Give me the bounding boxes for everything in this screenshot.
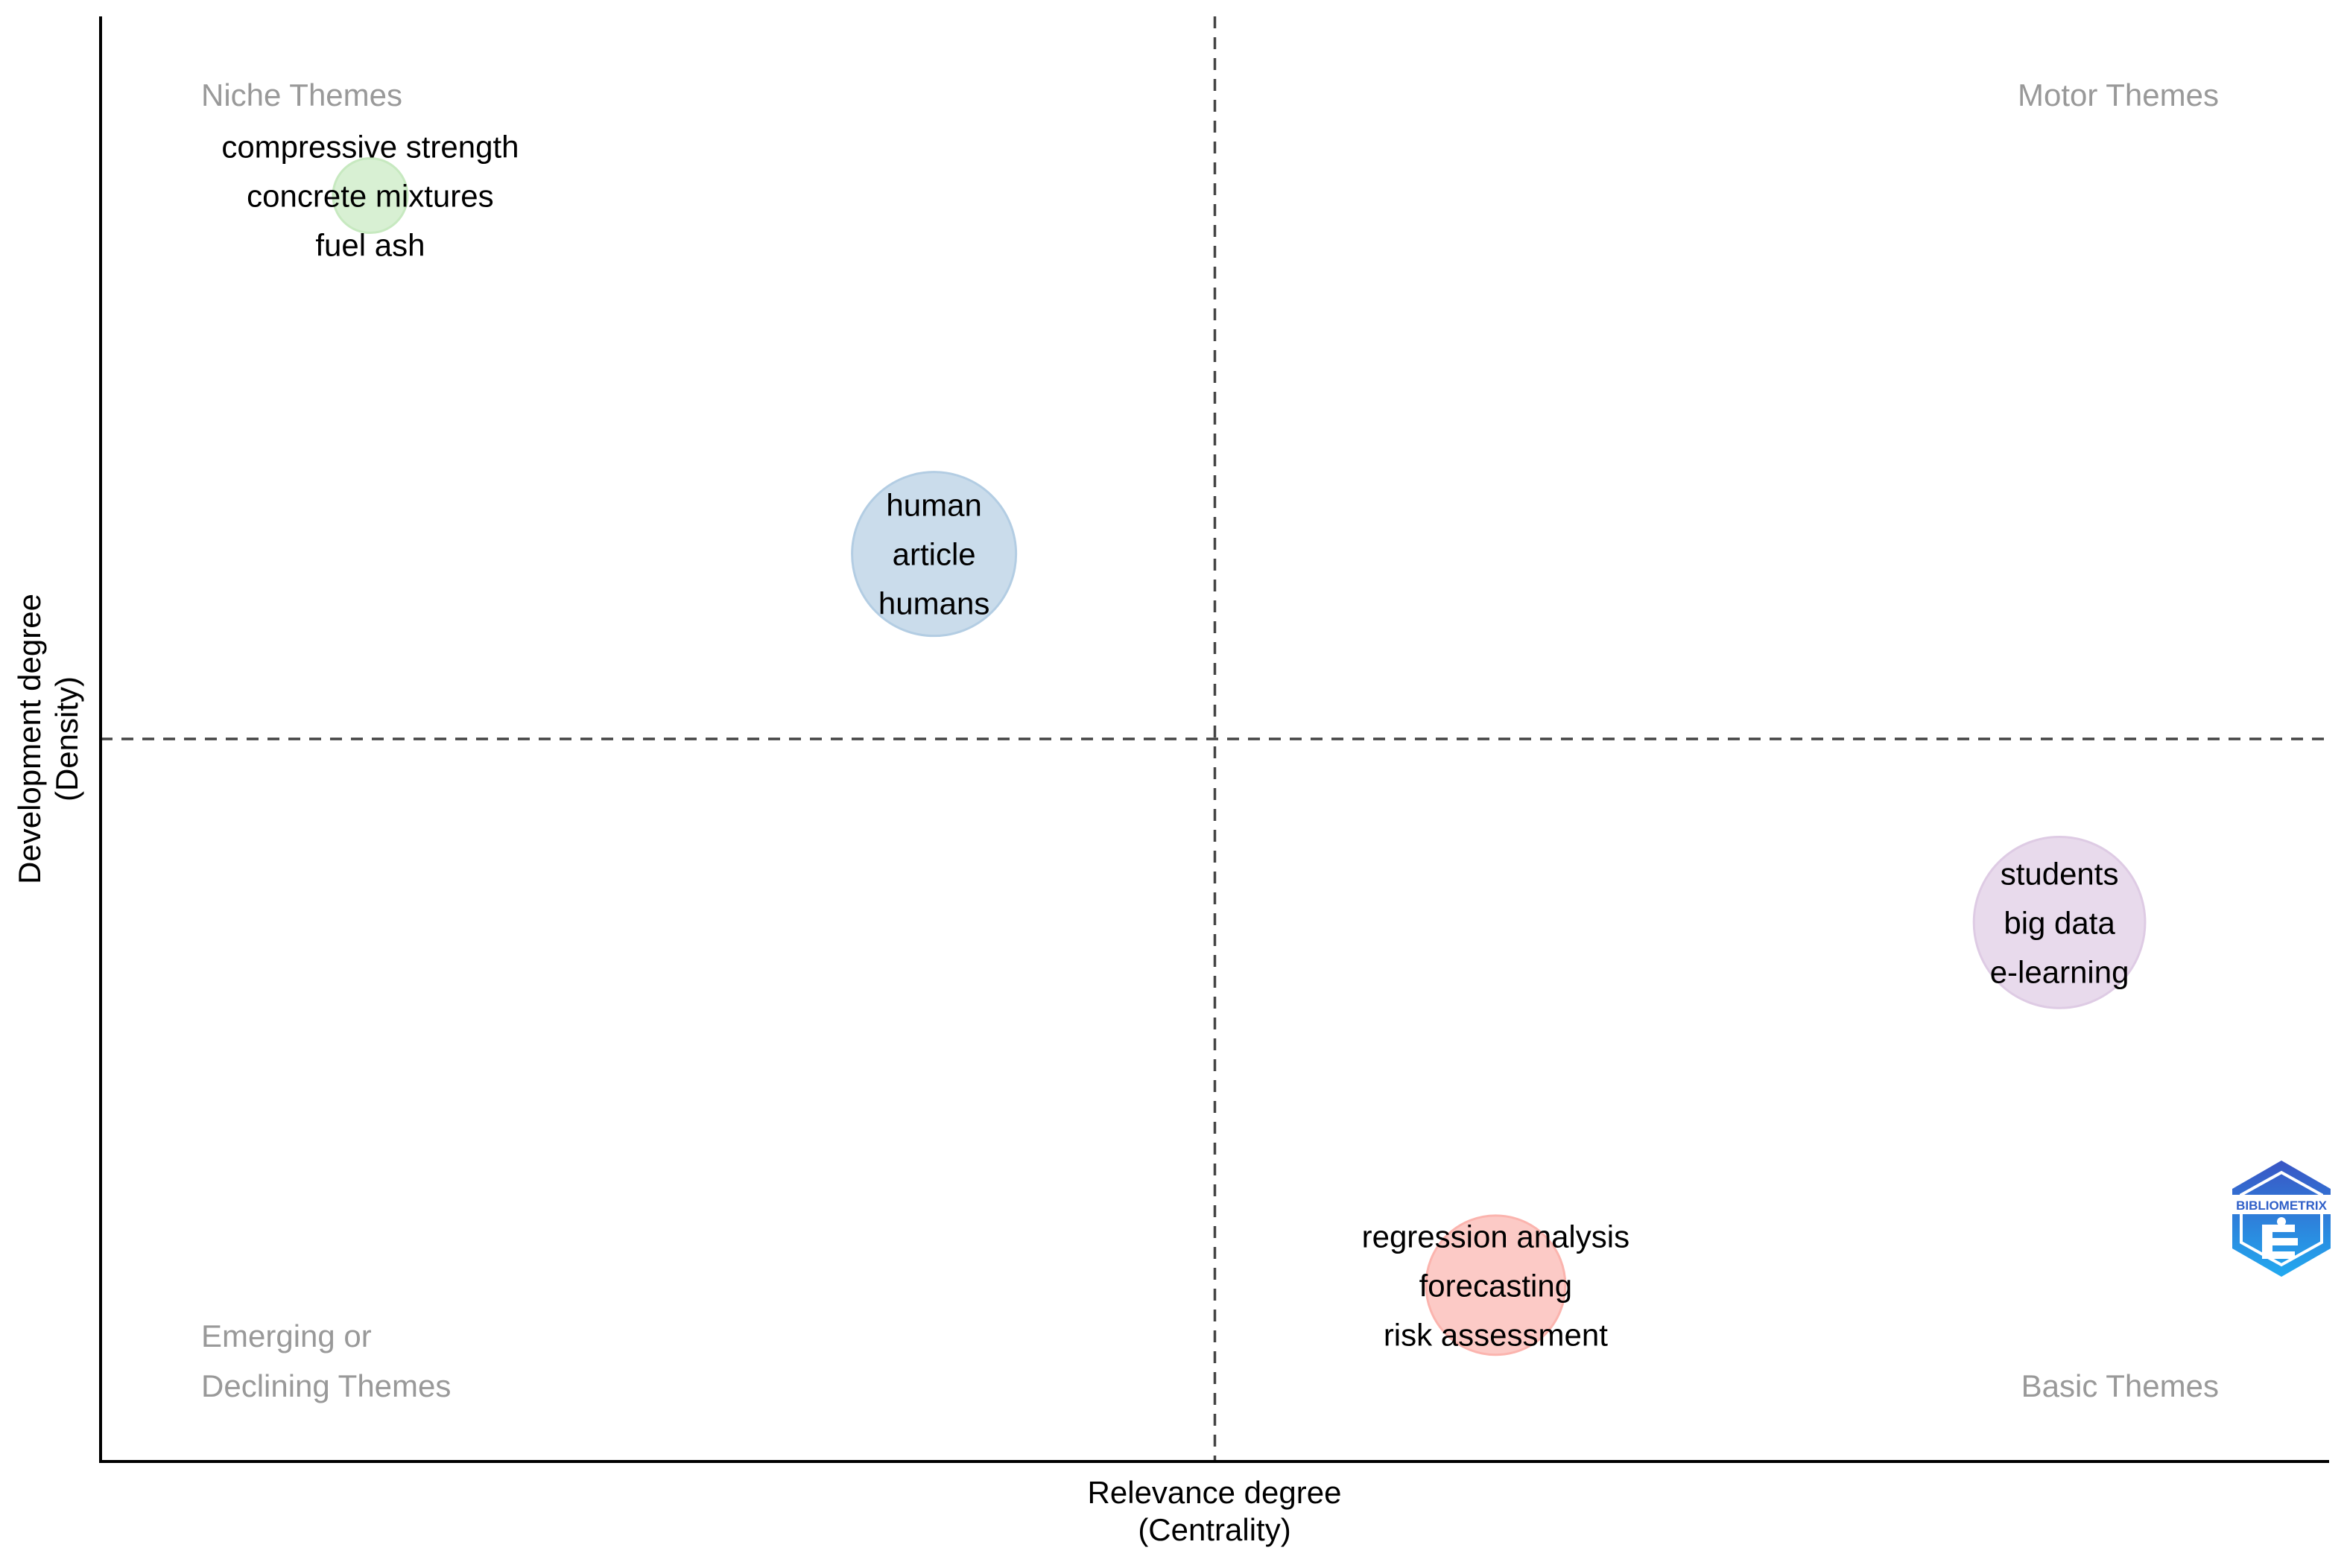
y-axis-subtitle: (Density) — [49, 676, 84, 802]
cluster-1-label-1: compressive strength — [221, 130, 519, 165]
logo-figure-icon — [2262, 1225, 2298, 1259]
quadrant-label-basic: Basic Themes — [2021, 1368, 2219, 1403]
quadrant-label-emerging-line-2: Declining Themes — [201, 1368, 451, 1403]
clusters-layer — [332, 157, 2147, 1356]
cluster-1-label-2: concrete mixtures — [247, 179, 493, 214]
cluster-labels-layer: compressive strength concrete mixtures fue… — [221, 130, 2129, 1353]
bibliometrix-logo: BIBLIOMETRIX — [2232, 1161, 2331, 1277]
cluster-3-label-3: e-learning — [1990, 954, 2129, 989]
cluster-4-label-1: regression analysis — [1362, 1219, 1630, 1254]
cluster-bubble-1 — [332, 157, 409, 235]
quadrant-label-niche: Niche Themes — [201, 77, 402, 112]
logo-figure-head — [2277, 1217, 2286, 1226]
cluster-1-label-3: fuel ash — [315, 228, 425, 263]
quadrant-label-motor: Motor Themes — [2018, 77, 2219, 112]
cluster-bubble-3 — [1972, 836, 2147, 1009]
reference-lines — [101, 16, 2329, 1461]
cluster-3-label-1: students — [2001, 856, 2119, 891]
logo-text: BIBLIOMETRIX — [2236, 1199, 2327, 1213]
quadrant-label-emerging-line-1: Emerging or — [201, 1318, 372, 1353]
cluster-4-label-2: forecasting — [1419, 1268, 1572, 1303]
cluster-3-label-2: big data — [2004, 905, 2115, 940]
cluster-bubble-2 — [851, 471, 1018, 638]
y-axis-title: Development degree — [12, 594, 47, 884]
cluster-4-label-3: risk assessment — [1384, 1317, 1608, 1352]
cluster-2-label-1: human — [886, 488, 981, 523]
logo-banner — [2232, 1195, 2331, 1214]
cluster-bubble-4 — [1425, 1214, 1567, 1356]
cluster-2-label-2: article — [893, 537, 976, 572]
x-axis-title: Relevance degree — [1088, 1475, 1342, 1510]
x-axis-subtitle: (Centrality) — [1138, 1512, 1290, 1547]
cluster-2-label-3: humans — [878, 586, 989, 621]
